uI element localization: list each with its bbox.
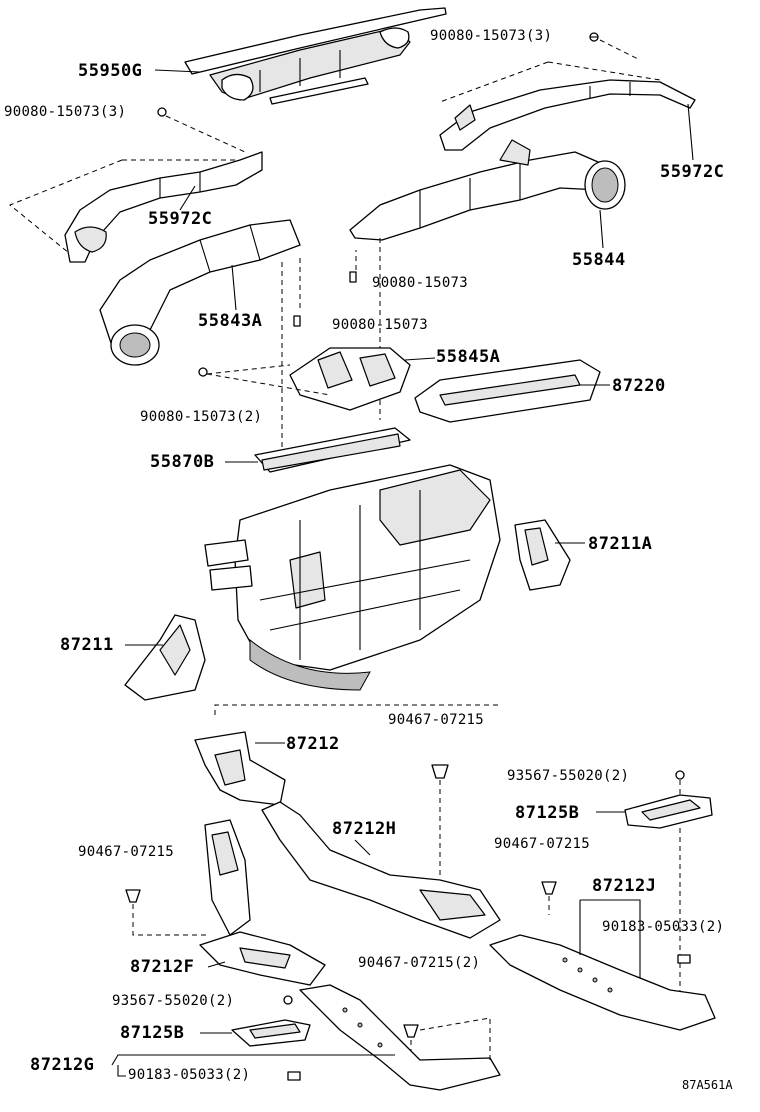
part-label-90467-07215-2: 90467-07215(2) (358, 955, 481, 971)
part-label-90467-07215-top: 90467-07215 (388, 712, 485, 728)
floor-register-left-part (231, 1019, 311, 1047)
part-label-87211: 87211 (60, 635, 114, 655)
part-label-55844: 55844 (572, 250, 626, 270)
register-grille-part (254, 427, 411, 473)
part-label-87220: 87220 (612, 376, 666, 396)
part-label-87211a: 87211A (588, 534, 653, 554)
clip-icon (125, 889, 141, 903)
rear-floor-duct-left-part (199, 931, 326, 986)
rear-duct-a-part (514, 519, 571, 591)
part-label-55843a: 55843A (198, 311, 263, 331)
part-label-90080-15073-mid-right: 90080-15073 (372, 275, 469, 291)
nut-icon (677, 954, 691, 964)
part-label-87212g: 87212G (30, 1055, 95, 1075)
part-label-90183-05033-2-right: 90183-05033(2) (602, 919, 725, 935)
screw-icon (675, 770, 685, 780)
screw-icon (198, 367, 208, 377)
left-vent-duct-part (99, 219, 301, 366)
center-vent-box-part (289, 347, 411, 411)
defroster-nozzle-part (184, 7, 447, 105)
part-label-87212h: 87212H (332, 819, 397, 839)
part-label-87212f: 87212F (130, 957, 195, 977)
heater-unit-part (204, 464, 501, 691)
part-label-87212j: 87212J (592, 876, 657, 896)
screw-icon (589, 32, 599, 42)
side-duct-left-part (64, 151, 263, 263)
screw-icon (349, 271, 357, 283)
clip-icon (403, 1024, 419, 1038)
rear-floor-duct-center-part (299, 984, 501, 1091)
nut-icon (287, 1071, 301, 1081)
rear-floor-duct-right-part (489, 934, 716, 1031)
rear-duct-part (124, 614, 206, 701)
part-label-90080-15073-3-top-left: 90080-15073(3) (4, 104, 127, 120)
screw-icon (283, 995, 293, 1005)
filter-frame-part (414, 359, 601, 423)
long-floor-duct-part (261, 801, 501, 939)
floor-duct-part (194, 731, 286, 806)
part-label-87212: 87212 (286, 734, 340, 754)
part-label-90080-15073-2: 90080-15073(2) (140, 409, 263, 425)
part-label-55972c-left: 55972C (148, 209, 213, 229)
clip-icon (431, 764, 449, 779)
floor-register-right-part (624, 794, 713, 829)
part-label-90080-15073-mid-left: 90080-15073 (332, 317, 429, 333)
part-label-55950g: 55950G (78, 61, 143, 81)
part-label-93567-55020-2-left: 93567-55020(2) (112, 993, 235, 1009)
clip-icon (541, 881, 557, 895)
part-label-55972c-right: 55972C (660, 162, 725, 182)
drawing-reference-code: 87A561A (682, 1078, 733, 1092)
part-label-87125b-right: 87125B (515, 803, 580, 823)
part-label-90183-05033-2-left: 90183-05033(2) (128, 1067, 251, 1083)
screw-icon (293, 315, 301, 327)
right-vent-duct-part (349, 139, 626, 241)
part-label-90467-07215-right: 90467-07215 (494, 836, 591, 852)
part-label-55845a: 55845A (436, 347, 501, 367)
part-label-93567-55020-2-right: 93567-55020(2) (507, 768, 630, 784)
side-duct-right-part (439, 79, 696, 151)
screw-icon (157, 107, 167, 117)
part-label-90467-07215-left: 90467-07215 (78, 844, 175, 860)
part-label-87125b-left: 87125B (120, 1023, 185, 1043)
part-label-90080-15073-3-top-right: 90080-15073(3) (430, 28, 553, 44)
vertical-duct-left-part (204, 819, 251, 936)
part-label-55870b: 55870B (150, 452, 215, 472)
